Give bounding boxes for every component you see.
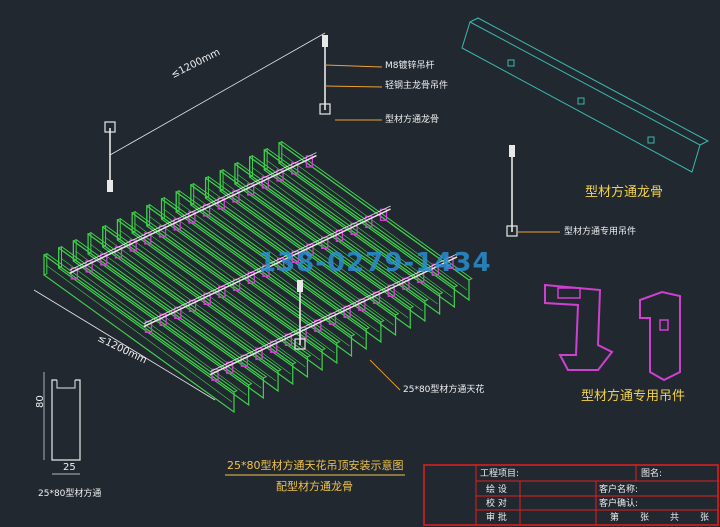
ceiling-bar-end: [175, 189, 180, 213]
ceiling-bar-top: [234, 162, 429, 302]
ceiling-bar-end: [131, 210, 136, 234]
ceiling-bar-end: [219, 168, 224, 192]
drawing-title: 25*80型材方通天花吊顶安装示意图: [227, 459, 404, 472]
ceiling-bar-end: [234, 161, 239, 185]
leader-line: [369, 359, 401, 391]
ceiling-bar-end: [278, 140, 283, 164]
ceiling-bar-top: [161, 197, 356, 337]
ceiling-bar-top: [102, 225, 297, 365]
rod-hanger: [506, 225, 518, 237]
dim-line-side: [33, 289, 216, 401]
ceiling-bar-top: [249, 155, 444, 295]
tb-total-unit: 张: [700, 513, 710, 523]
ceiling-bar-top: [117, 218, 312, 358]
special-hanger-b: [639, 290, 681, 382]
keel-top-edge: [469, 17, 710, 146]
tb-project: 工程项目:: [480, 469, 520, 479]
rod-nut: [509, 145, 515, 157]
rod-hanger: [104, 121, 116, 133]
main-keel: [143, 208, 391, 328]
main-keel-edge: [210, 253, 458, 372]
tb-draw: 绘 设: [486, 485, 507, 495]
keel-detail-drawing: [461, 17, 710, 173]
main-keel: [69, 154, 317, 274]
special-hanger-a-slot: [557, 287, 581, 299]
rod-nut: [322, 35, 328, 47]
ceiling-bar-end: [249, 154, 253, 178]
tb-check: 校 对: [486, 499, 507, 509]
tb-sheet: 第: [610, 513, 620, 523]
rod-hanger: [294, 338, 306, 350]
ceiling-bar-end: [263, 147, 268, 171]
ceiling-bar-end: [87, 231, 92, 255]
ceiling-bar-top: [205, 176, 400, 316]
ceiling-bar-top: [175, 190, 370, 330]
suspension-rods: [104, 35, 518, 350]
profile-lip: [56, 380, 76, 389]
ceiling-bar-inner: [45, 264, 233, 403]
phone-watermark: 138-0279-1434: [258, 248, 492, 278]
main-keel-edge: [69, 152, 317, 271]
leader-lines: [324, 64, 560, 391]
label-ceiling: 25*80型材方通天花: [403, 385, 485, 395]
profile-section-drawing: [43, 372, 81, 475]
ceiling-bar-top: [43, 253, 238, 393]
tb-client-confirm: 客户确认:: [599, 499, 639, 509]
label-hanger: 轻钢主龙骨吊件: [385, 81, 449, 91]
dimension-lines: [33, 32, 326, 401]
tb-drawing-name: 图名:: [641, 469, 663, 479]
main-keel: [209, 256, 458, 376]
rod-hanger: [319, 103, 331, 115]
keel-slot: [647, 136, 655, 144]
special-hanger-b-slot: [659, 319, 669, 331]
ceiling-bar-top: [73, 239, 268, 379]
keel-slot: [507, 59, 515, 67]
rod-nut: [297, 280, 303, 292]
special-hanger-a: [544, 283, 614, 371]
ceiling-bar-top: [278, 141, 473, 281]
ceiling-bar-end: [146, 203, 151, 227]
tb-total: 共: [670, 513, 680, 523]
hanger-detail-drawing: [544, 283, 681, 382]
label-profile: 25*80型材方通: [38, 489, 102, 499]
ceiling-bar-top: [58, 246, 253, 386]
ceiling-bar-end: [102, 224, 107, 248]
dim-line-top: [109, 32, 326, 156]
ceiling-bar-end: [72, 238, 77, 262]
ceiling-bar-top: [190, 183, 385, 323]
label-keel: 型材方通龙骨: [385, 115, 440, 125]
ceiling-bar-top: [219, 169, 415, 309]
tb-approve: 审 批: [486, 513, 507, 523]
profile-section: [51, 379, 81, 461]
ceiling-bar-top: [87, 232, 282, 372]
tb-client-name: 客户名称:: [599, 485, 639, 495]
ceiling-bar-end: [43, 252, 48, 276]
label-rod: M8镀锌吊杆: [385, 61, 435, 71]
tb-outer: [423, 464, 719, 526]
main-keels: [69, 152, 458, 376]
keel-outline: [461, 21, 701, 173]
big-label-keel: 型材方通龙骨: [585, 185, 664, 200]
ceiling-bar-end: [58, 245, 63, 269]
dim-profile-height: 80: [35, 395, 46, 408]
drawing-subtitle: 配型材方通龙骨: [276, 480, 353, 493]
main-keel-edge: [143, 205, 391, 324]
dim-profile-width: 25: [63, 462, 76, 473]
leader-line: [324, 64, 383, 68]
ceiling-bar-top: [146, 204, 341, 344]
keel-slot: [577, 97, 585, 105]
ceiling-bar-end: [116, 217, 121, 241]
ceiling-bar-end: [190, 182, 195, 206]
label-special-hanger: 型材方通专用吊件: [564, 227, 637, 237]
ceiling-bar-top: [264, 148, 459, 288]
tb-sheet-unit: 张: [640, 513, 650, 523]
ceiling-bar-end: [161, 196, 165, 220]
ceiling-bar-end: [205, 175, 209, 199]
rod-nut: [107, 180, 113, 192]
big-label-hanger: 型材方通专用吊件: [581, 389, 686, 404]
title-block-frame: [225, 464, 719, 526]
ceiling-bar-top: [131, 211, 326, 351]
leader-line: [324, 85, 383, 88]
